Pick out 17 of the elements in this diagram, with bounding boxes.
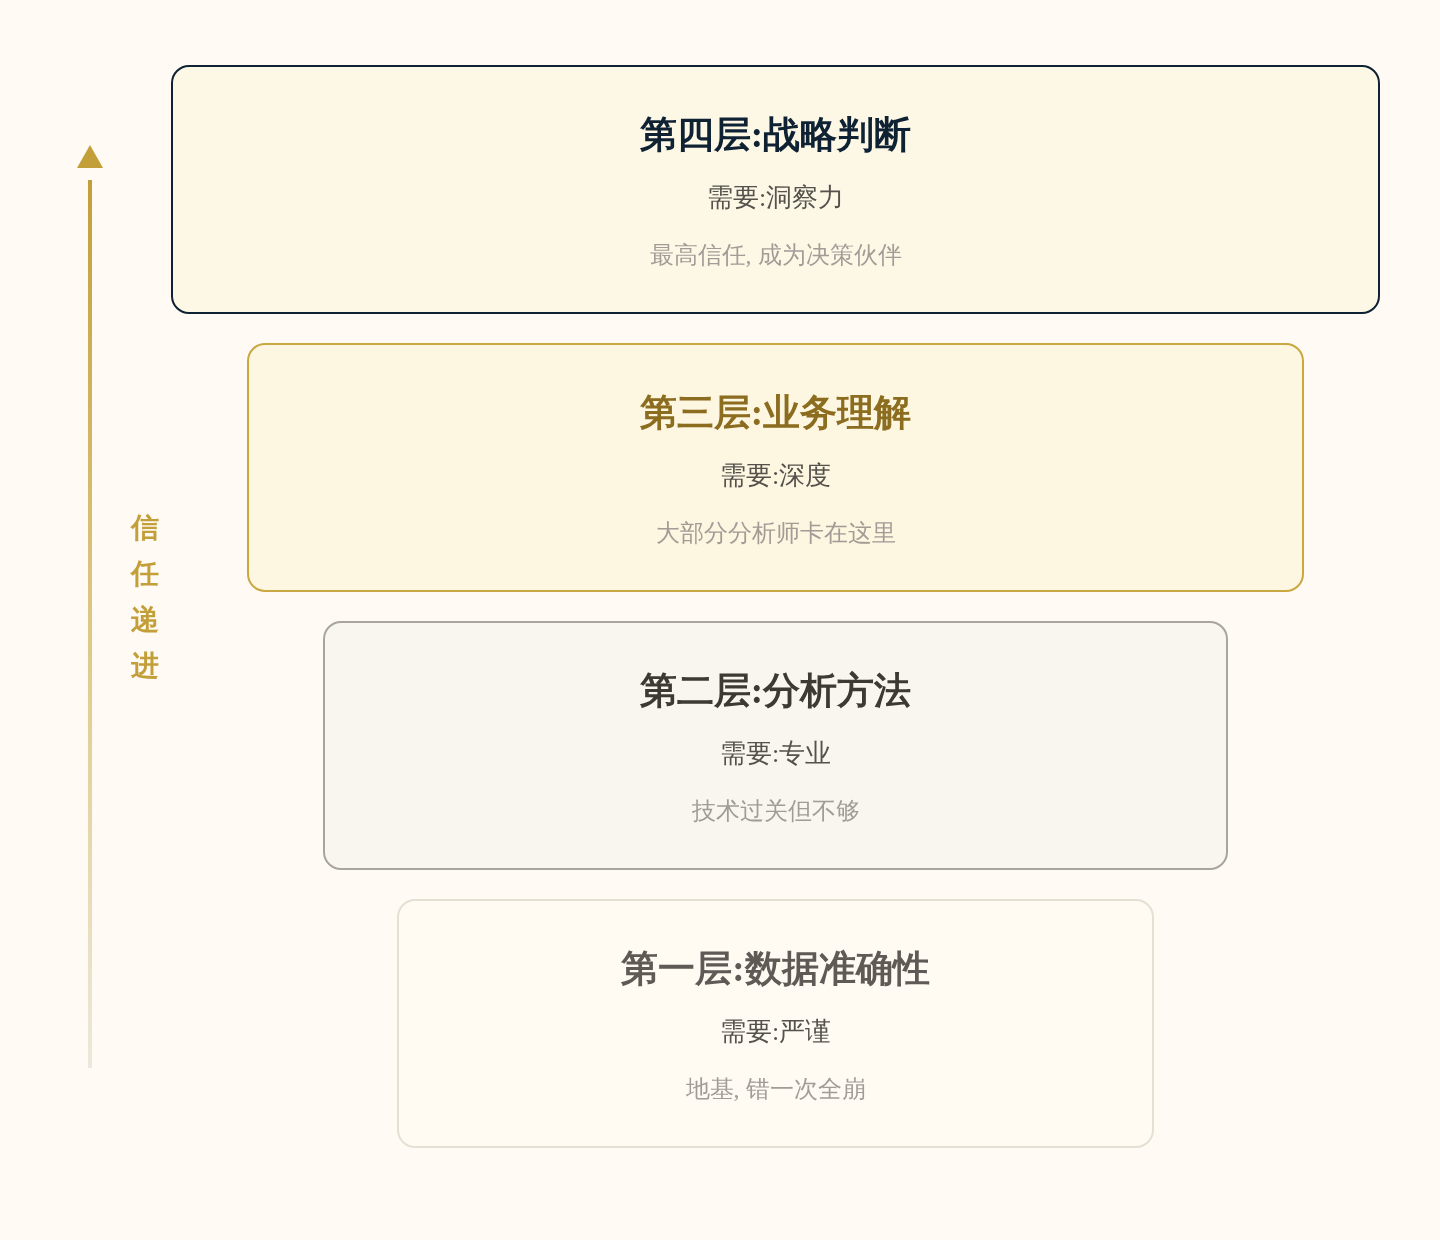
layer-note: 技术过关但不够 — [691, 797, 860, 826]
requirement-text: 需要:专业 — [719, 738, 832, 770]
layer-note: 大部分分析师卡在这里 — [655, 519, 896, 548]
requirement-text: 需要:深度 — [719, 460, 832, 492]
layer-box — [247, 343, 1304, 592]
requirement-text: 需要:洞察力 — [706, 182, 845, 214]
layer-note: 地基, 错一次全崩 — [685, 1075, 866, 1104]
layer-box — [323, 621, 1228, 870]
layer-title: 第二层:分析方法 — [639, 669, 912, 713]
layer-box — [397, 899, 1154, 1148]
layer-title: 第四层:战略判断 — [639, 113, 912, 157]
layer-note: 最高信任, 成为决策伙伴 — [649, 241, 902, 270]
layer-title: 第三层:业务理解 — [639, 391, 912, 435]
trend-label: 信任递进 — [131, 511, 159, 683]
layer-title: 第一层:数据准确性 — [621, 947, 930, 991]
layer-box — [171, 65, 1380, 314]
requirement-text: 需要:严谨 — [719, 1016, 832, 1048]
